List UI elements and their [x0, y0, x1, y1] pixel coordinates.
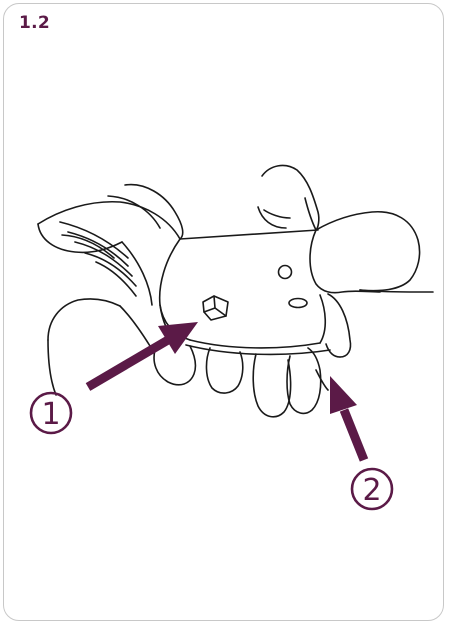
callout-2-number: 2 [362, 473, 381, 508]
upper-fingertips [258, 165, 319, 230]
arrow-icon [88, 322, 198, 387]
callout-2: 2 [352, 469, 392, 509]
lower-fingers [206, 348, 328, 417]
device-hole-oval [289, 299, 307, 308]
device-button [203, 296, 228, 320]
arrow-icon [330, 376, 364, 460]
device-hole-round [279, 266, 292, 279]
callout-1: 1 [31, 393, 71, 433]
callout-1-number: 1 [41, 397, 60, 432]
right-thumb [310, 212, 433, 357]
